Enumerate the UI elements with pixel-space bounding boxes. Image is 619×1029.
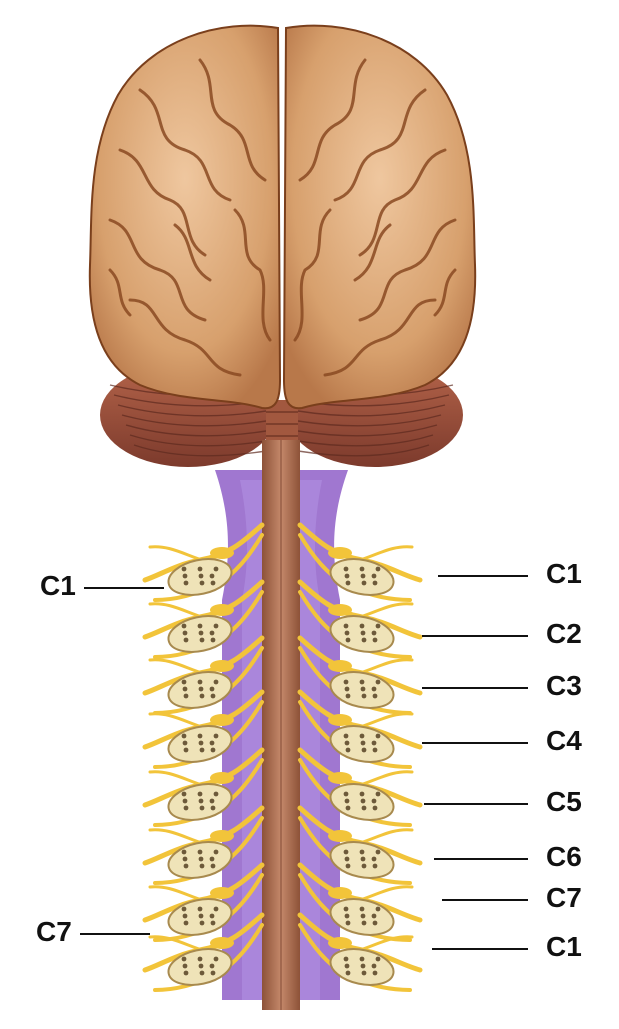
vertebra-right xyxy=(329,948,395,986)
leader-line-right-c1 xyxy=(438,575,528,577)
vertebra-left xyxy=(167,948,233,986)
leader-line-right-c2 xyxy=(422,635,528,637)
vertebra-left xyxy=(167,783,233,821)
leader-line-right-c7 xyxy=(442,899,528,901)
label-right-c5: C5 xyxy=(546,786,582,817)
vertebra-right xyxy=(329,615,395,653)
vertebra-left xyxy=(167,615,233,653)
vertebra-left xyxy=(167,841,233,879)
cerebrum xyxy=(88,24,477,410)
label-left-c7: C7 xyxy=(36,916,72,947)
vertebra-right xyxy=(329,558,395,596)
leader-line-right-c1 xyxy=(432,948,528,950)
label-right-c1: C1 xyxy=(546,558,582,589)
vertebra-right xyxy=(329,671,395,709)
vertebra-left xyxy=(167,671,233,709)
vertebra-left xyxy=(167,558,233,596)
label-right-c3: C3 xyxy=(546,670,582,701)
vertebra-right xyxy=(329,725,395,763)
leader-line-right-c5 xyxy=(424,803,528,805)
label-right-c7: C7 xyxy=(546,882,582,913)
label-right-c6: C6 xyxy=(546,841,582,872)
label-right-c4: C4 xyxy=(546,725,582,756)
leader-line-right-c4 xyxy=(422,742,528,744)
vertebra-right xyxy=(329,841,395,879)
label-left-c1: C1 xyxy=(40,570,76,601)
vertebra-right xyxy=(329,898,395,936)
leader-line-left-c1 xyxy=(84,587,164,589)
label-right-c1: C1 xyxy=(546,931,582,962)
leader-line-right-c6 xyxy=(434,858,528,860)
leader-line-left-c7 xyxy=(80,933,150,935)
label-right-c2: C2 xyxy=(546,618,582,649)
vertebra-left xyxy=(167,898,233,936)
vertebra-left xyxy=(167,725,233,763)
leader-line-right-c3 xyxy=(422,687,528,689)
vertebra-right xyxy=(329,783,395,821)
